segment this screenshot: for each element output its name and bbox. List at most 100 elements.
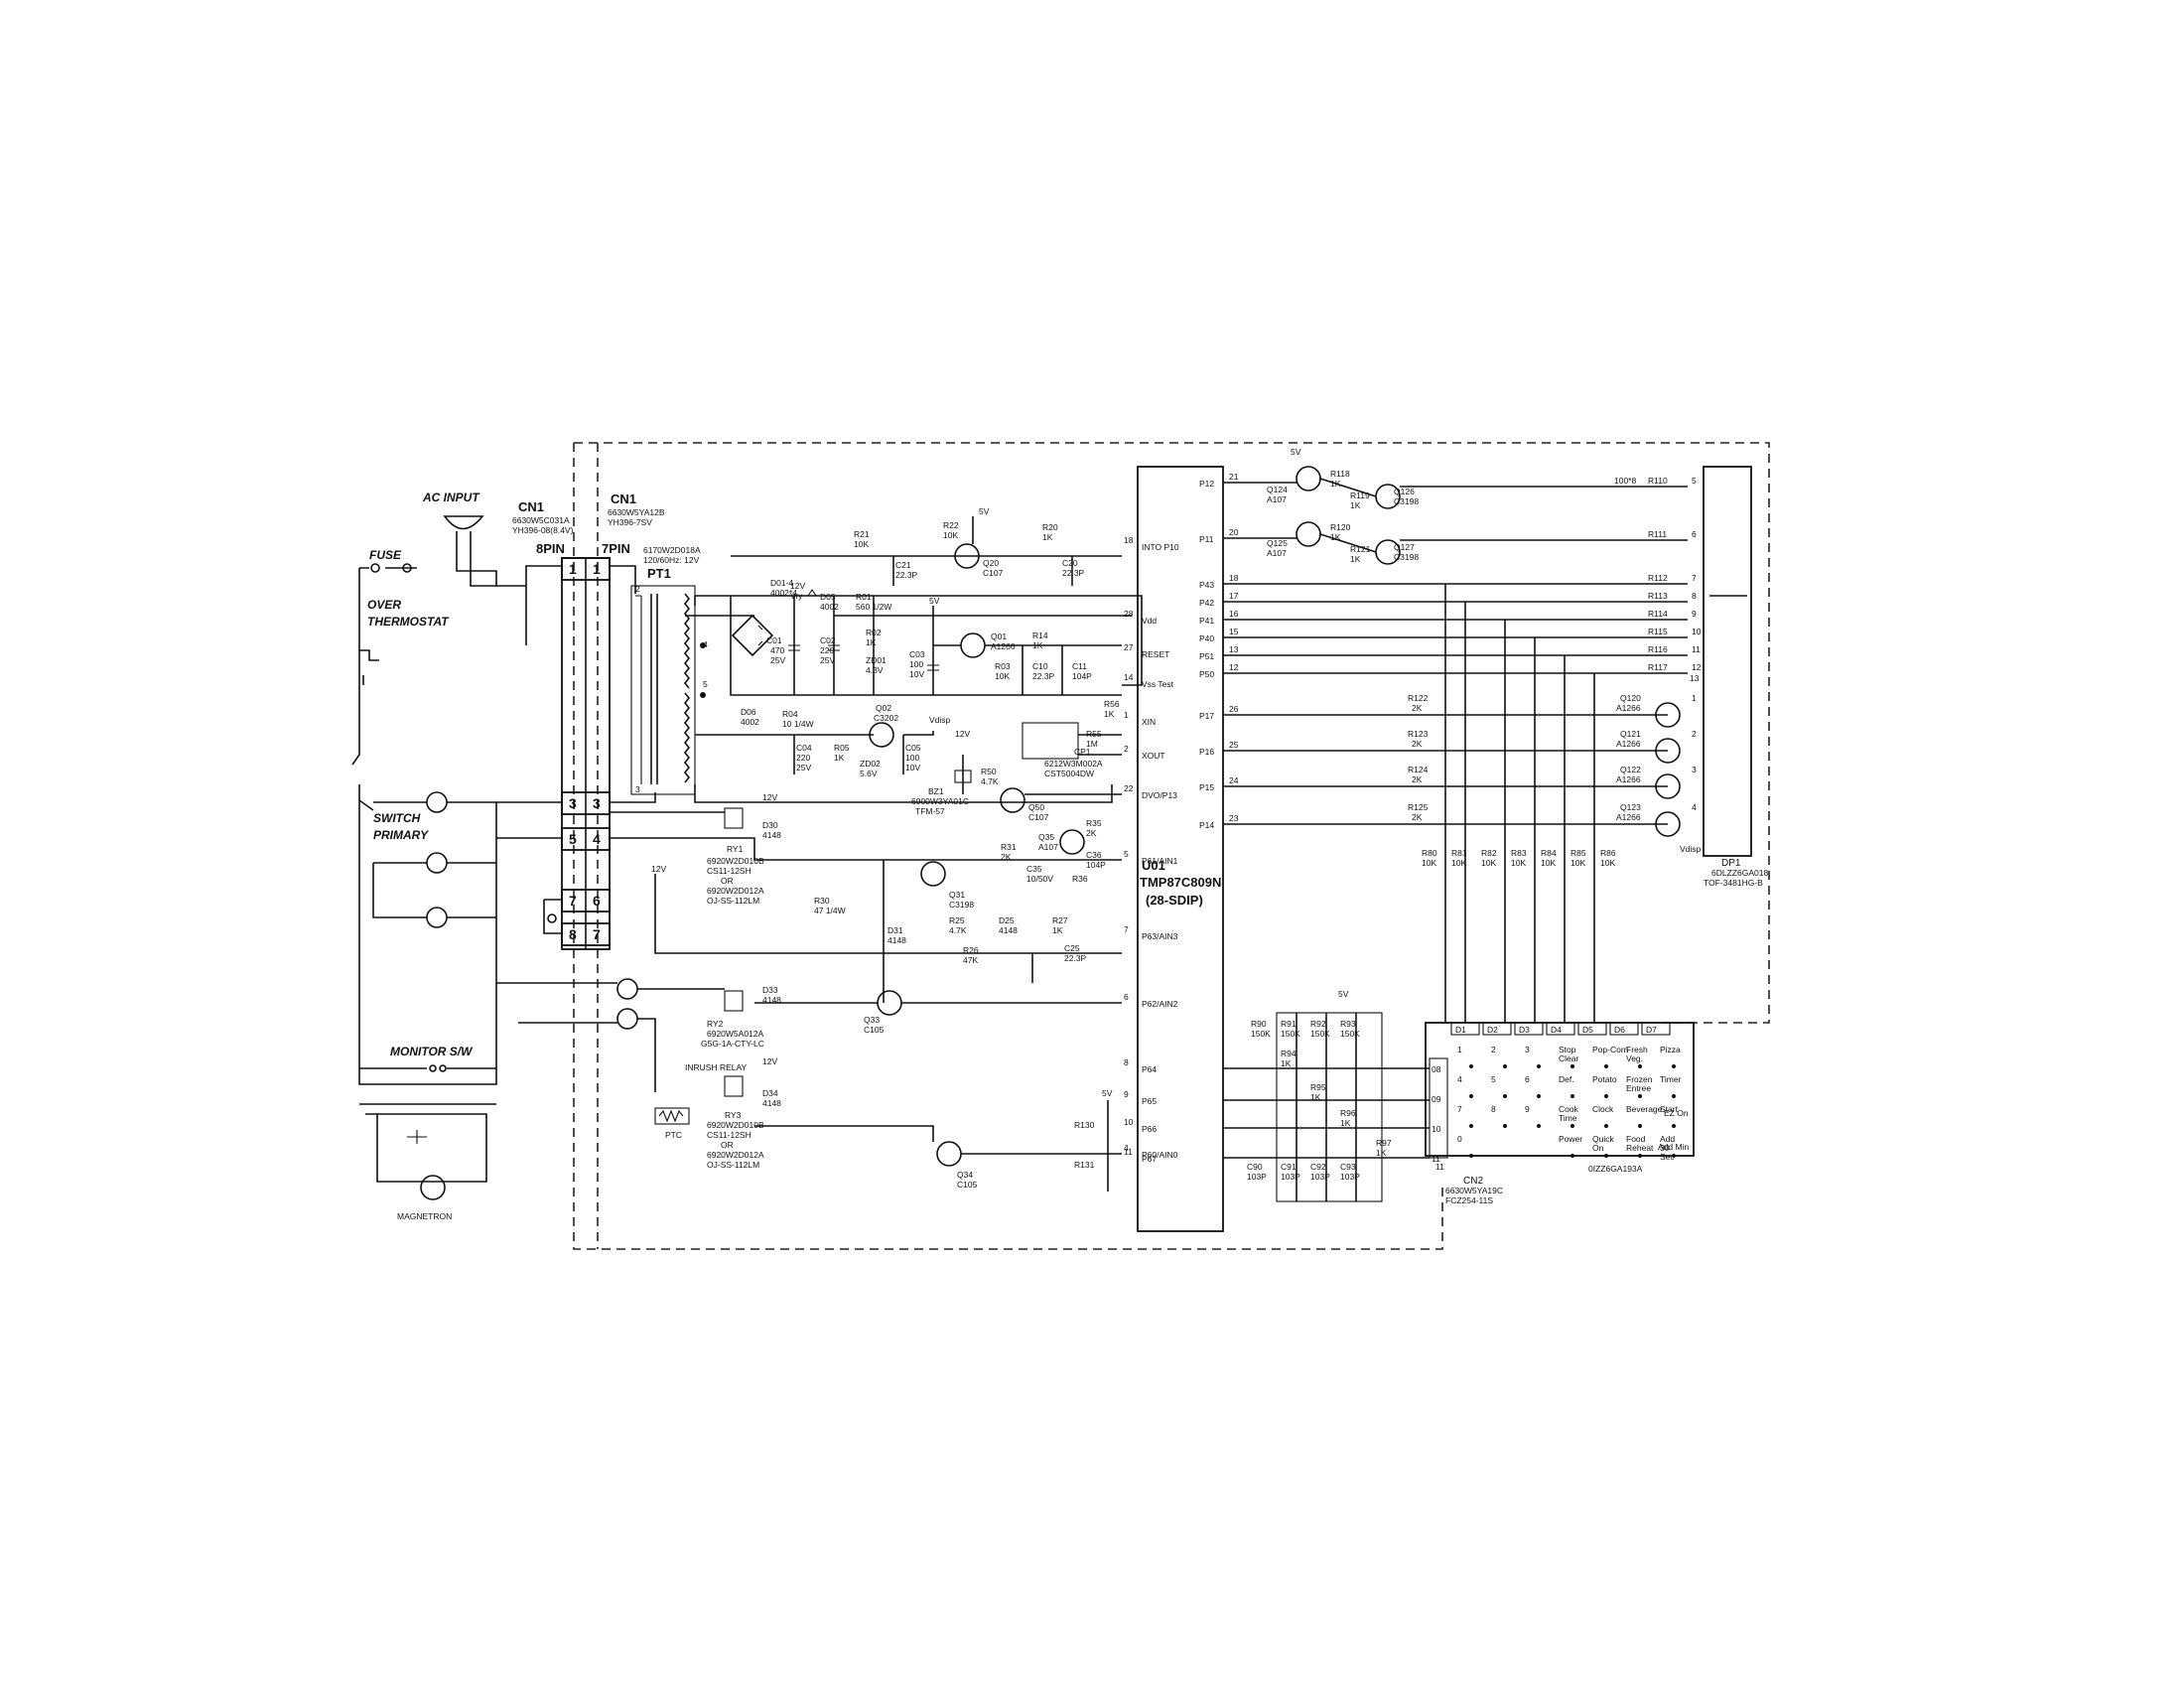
c20-val: 22.3P: [1062, 568, 1085, 578]
q125-part: A107: [1267, 548, 1287, 558]
pullup-resistors: R8010KR8110KR8210KR8310KR8410KR8510KR861…: [1422, 848, 1616, 868]
keypad-switch-node: [1537, 1124, 1541, 1128]
cn1-pin-l1: 1: [569, 561, 577, 577]
d25-part: 4148: [999, 925, 1018, 935]
cn1-right-pins: 7PIN: [602, 541, 630, 556]
mcu-pin-number: 2: [1124, 744, 1129, 754]
keypad-line-box: [1546, 1022, 1575, 1036]
mcu-pin-number: 7: [1124, 924, 1129, 934]
keypad-switch-node: [1469, 1154, 1473, 1158]
mcu-pin-label: P11: [1199, 534, 1214, 544]
keypad-switch-node: [1672, 1124, 1676, 1128]
r26-val: 47K: [963, 955, 978, 965]
q50-label: Q50: [1028, 802, 1044, 812]
r27-label: R27: [1052, 915, 1068, 925]
grid-resistor-label: R115: [1648, 627, 1668, 636]
ry1-12v: 12V: [762, 792, 777, 802]
c10-label: C10: [1032, 661, 1048, 671]
mcu-pin-label: INTO P10: [1142, 542, 1179, 552]
d33-label: D33: [762, 985, 778, 995]
key-resistor-label: R95: [1310, 1082, 1326, 1092]
mcu-pin-label: P66: [1142, 1124, 1157, 1134]
q20-part: C107: [983, 568, 1004, 578]
ry3-12v: 12V: [762, 1056, 777, 1066]
keypad-row-label: 10: [1432, 1124, 1441, 1134]
q126-label: Q126: [1394, 487, 1415, 496]
d30-part: 4148: [762, 830, 781, 840]
mcu-pin-label: P65: [1142, 1096, 1157, 1106]
key-resistor-value: 1K: [1340, 1118, 1351, 1128]
key-resistor-label: R94: [1281, 1049, 1297, 1058]
q33-part: C105: [864, 1025, 885, 1035]
bridge-label: D01-4: [770, 578, 793, 588]
q33-label: Q33: [864, 1015, 880, 1025]
mcu-pin-number: 16: [1229, 609, 1239, 619]
cn2-part2: FCZ254-11S: [1445, 1195, 1493, 1205]
pullup-resistor-label: R85: [1570, 848, 1586, 858]
ry1-part4: OJ-SS-112LM: [707, 896, 759, 906]
c05-volt: 10V: [905, 763, 920, 772]
q20-5v: 5V: [979, 506, 990, 516]
cn1-pin-r5: 7: [593, 926, 601, 942]
ry3-part3: 6920W2D012A: [707, 1150, 764, 1160]
keypad-key-label: Power: [1559, 1134, 1582, 1144]
bz1-part2: TFM-57: [915, 806, 945, 816]
mcu-pin-label: P17: [1199, 711, 1214, 721]
zd01-val: 4.3V: [866, 665, 884, 675]
r03-label: R03: [995, 661, 1011, 671]
keypad-switch-node: [1469, 1124, 1473, 1128]
q35-part: A107: [1038, 842, 1058, 852]
d30-label: D30: [762, 820, 778, 830]
pullup-resistor-label: R82: [1481, 848, 1497, 858]
digit-resistor-label: R123: [1408, 729, 1429, 739]
q127-label: Q127: [1394, 542, 1415, 552]
ry2-label: RY2: [707, 1019, 724, 1029]
keypad-line-box: [1482, 1022, 1512, 1036]
mcu-pin-label: XOUT: [1142, 751, 1165, 761]
r27-val: 1K: [1052, 925, 1063, 935]
keypad-scan-line: D2: [1487, 1025, 1498, 1035]
d05-part: 4002: [820, 602, 839, 612]
d25-label: D25: [999, 915, 1015, 925]
cn1-left-label: CN1: [518, 499, 544, 514]
key-resistor-value: 150K: [1251, 1029, 1271, 1039]
keypad-key-label: Stop: [1559, 1045, 1576, 1054]
pullup-resistor-value: 10K: [1481, 858, 1496, 868]
key-capacitor-label: C92: [1310, 1162, 1326, 1172]
mcu-pin-number: 18: [1124, 535, 1134, 545]
c05-val: 100: [905, 753, 919, 763]
c03-volt: 10V: [909, 669, 924, 679]
r118-label: R118: [1330, 469, 1350, 479]
mcu-pin-label: P50: [1199, 669, 1214, 679]
power-supply: D01-4 4002*4 4 5 C01 470 25V 12V Vry D05…: [685, 578, 1143, 698]
cp1-part2: CST5004DW: [1044, 769, 1094, 778]
keypad-scan-line: D6: [1614, 1025, 1625, 1035]
key-resistor-value: 150K: [1310, 1029, 1330, 1039]
ry1-label: RY1: [727, 844, 744, 854]
cn1-pin-r3: 4: [593, 831, 601, 847]
ry3-part2: CS11-12SH: [707, 1130, 751, 1140]
keypad-switch-node: [1570, 1094, 1574, 1098]
display-dp1: DP1 6DLZZ6GA018 TOF-3481HG-B: [1703, 466, 1768, 888]
digit-resistor-label: R122: [1408, 693, 1429, 703]
key-resistor-value: 1K: [1376, 1148, 1387, 1158]
keypad-line-box: [1577, 1022, 1607, 1036]
r30-label: R30: [814, 896, 830, 906]
mcu-pin-number: 12: [1229, 662, 1239, 672]
keypad-switch-node: [1503, 1094, 1507, 1098]
r21-label: R21: [854, 529, 870, 539]
key-capacitor-value: 103P: [1247, 1172, 1267, 1182]
r05-val: 1K: [834, 753, 845, 763]
keypad-extra-key2: Add Min: [1658, 1142, 1689, 1152]
ac-input-label: AC INPUT: [422, 491, 480, 504]
mcu-pin-label: P43: [1199, 580, 1214, 590]
key-capacitor-label: C93: [1340, 1162, 1356, 1172]
mcu-part: TMP87C809N: [1140, 875, 1221, 890]
pt1-part: 6170W2D018A: [643, 545, 701, 555]
key-resistor-label: R90: [1251, 1019, 1267, 1029]
digit-resistor-label: R125: [1408, 802, 1429, 812]
dp1-part2: TOF-3481HG-B: [1704, 878, 1763, 888]
cp1-part: 6212W3M002A: [1044, 759, 1103, 769]
c10-val: 22.3P: [1032, 671, 1055, 681]
